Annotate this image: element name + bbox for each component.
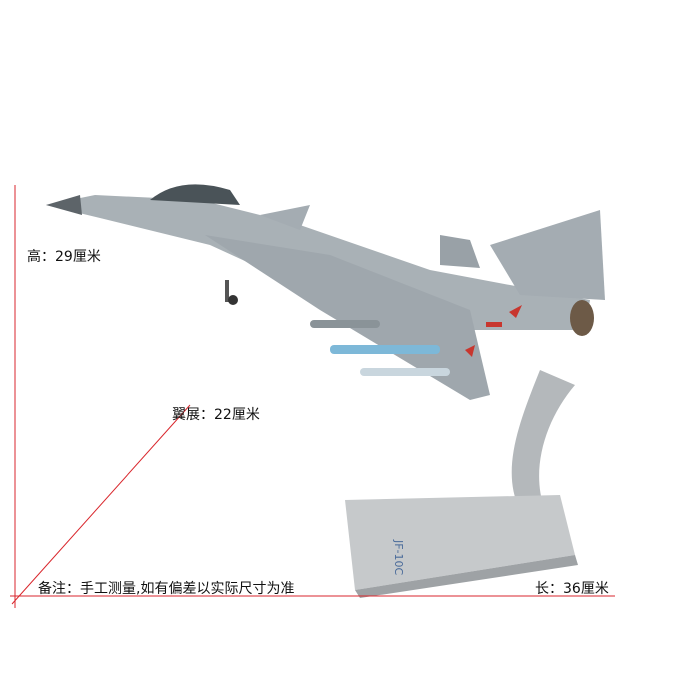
length-label: 长：36厘米 [535, 581, 609, 597]
measurement-note: 备注：手工测量,如有偏差以实际尺寸为准 [38, 581, 295, 597]
stand-marking: JF-10C [392, 539, 405, 576]
display-stand: JF-10C [345, 370, 578, 598]
dimension-guides [10, 185, 615, 608]
height-label: 高：29厘米 [27, 249, 101, 265]
wingspan-label: 翼展：22厘米 [172, 407, 260, 423]
fighter-jet-model [46, 184, 605, 400]
wingspan-guide-line [11, 404, 191, 605]
